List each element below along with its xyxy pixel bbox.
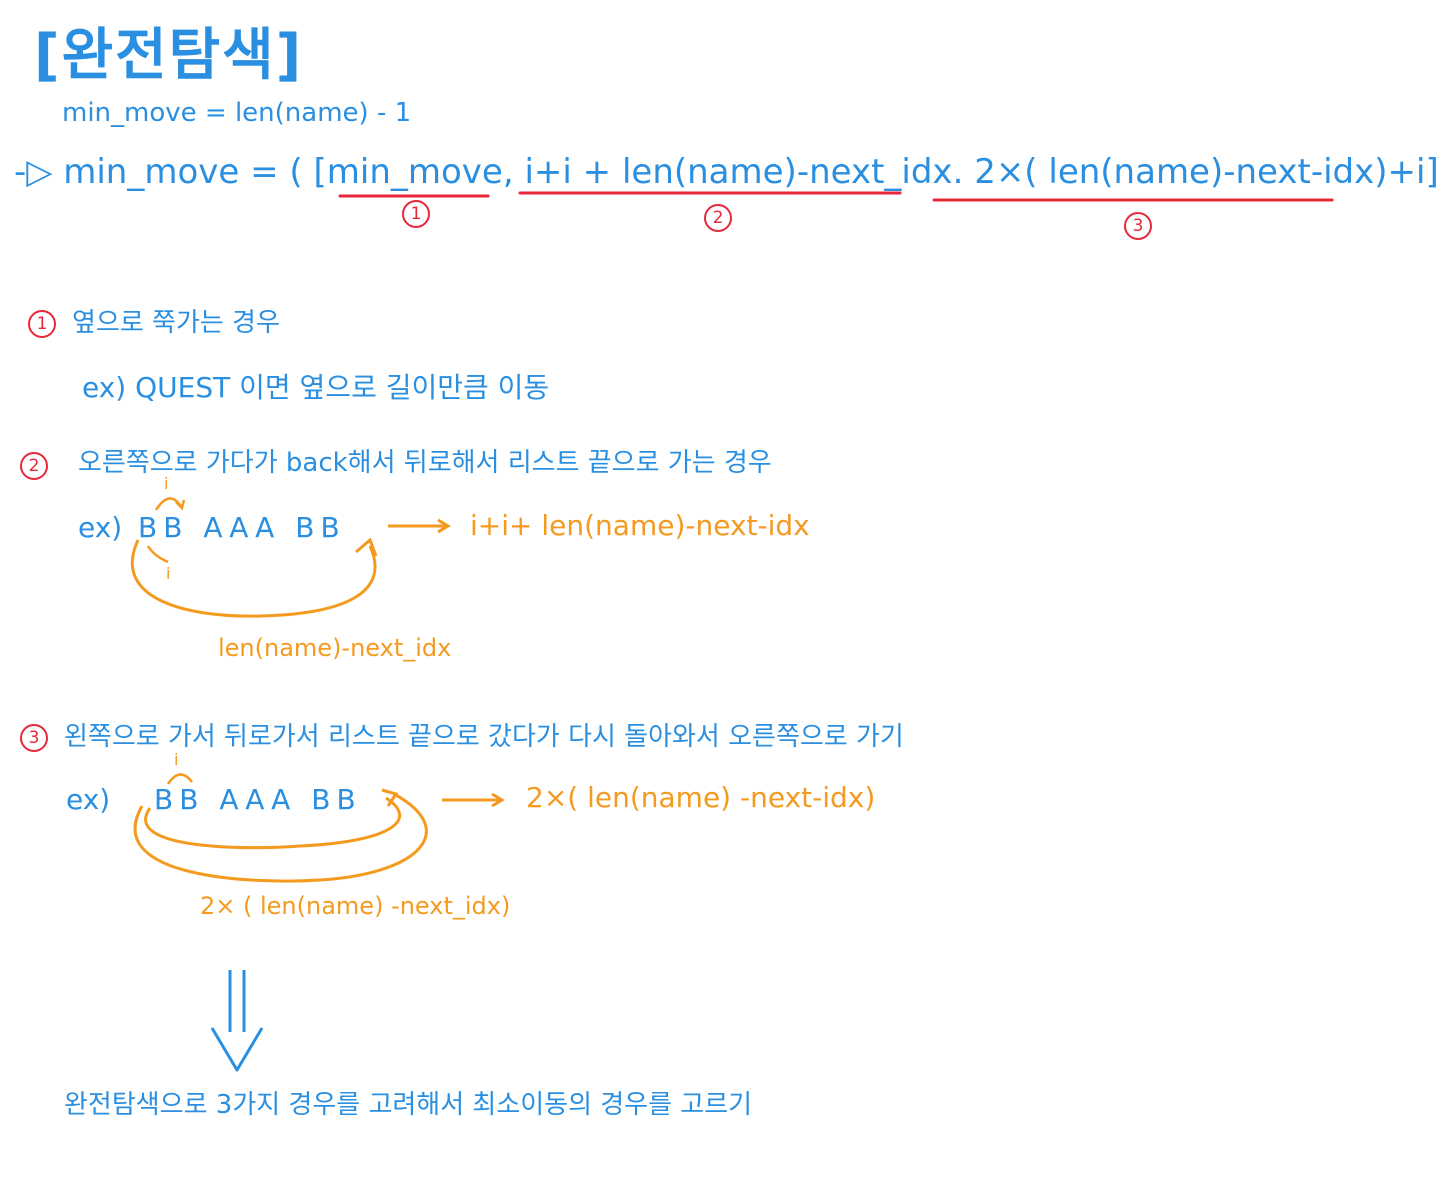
formula-sep-1: , [502, 152, 514, 192]
case-2-i-top: i [164, 474, 169, 493]
formula-term-1: min_move [326, 152, 503, 192]
case-2-result: i+i+ len(name)-next-idx [470, 509, 810, 542]
formula-term-3: 2×( len(name)-next-idx)+i [974, 152, 1426, 192]
case-3-i-top: i [174, 750, 179, 769]
case-2-loop-label: len(name)-next_idx [218, 634, 452, 662]
formula-sep-2: . [952, 152, 964, 192]
case-2-back-arrow [146, 545, 169, 564]
case-3-loop-label: 2× ( len(name) -next_idx) [200, 892, 511, 920]
formula-marker-1: 1 [402, 200, 430, 228]
formula-marker-2: 2 [704, 204, 732, 232]
case-2-example-prefix: ex) [78, 511, 123, 544]
case-3-result: 2×( len(name) -next-idx) [526, 781, 876, 814]
case-1-marker: 1 [28, 310, 56, 338]
case-2-result-arrowhead [437, 518, 451, 534]
formula-end: ]) [1425, 152, 1440, 192]
formula-term-2: i+i + len(name)-next_idx [524, 152, 953, 192]
conclusion-text: 완전탐색으로 3가지 경우를 고려해서 최소이동의 경우를 고르기 [64, 1090, 753, 1120]
formula-lhs: min_move = ( [ [63, 152, 327, 192]
case-3-letters: BB AAA BB [154, 783, 362, 816]
formula-marker-3: 3 [1124, 212, 1152, 240]
arrow-symbol: -▷ [14, 152, 53, 192]
case-1-example: ex) QUEST 이면 옆으로 길이만큼 이동 [82, 371, 550, 404]
initial-formula: min_move = len(name) - 1 [62, 98, 412, 128]
case-3-heading: 왼쪽으로 가서 뒤로가서 리스트 끝으로 갔다가 다시 돌아와서 오른쪽으로 가… [64, 722, 904, 752]
page-title: [완전탐색] [34, 23, 304, 88]
case-2-marker: 2 [20, 452, 48, 480]
case-2-top-arc-head [175, 499, 186, 511]
case-2-letters: BB AAA BB [138, 511, 346, 544]
case-2-loop-arrowhead [355, 537, 378, 557]
main-formula: -▷ min_move = ( [min_move, i+i + len(nam… [14, 155, 1440, 189]
down-arrow-head [210, 1027, 264, 1072]
case-3-example-prefix: ex) [66, 783, 111, 816]
case-2-top-arc-arrow [154, 497, 184, 511]
case-1-heading: 옆으로 쭉가는 경우 [72, 308, 280, 338]
case-3-loop-arrowhead [381, 788, 399, 807]
case-2-heading: 오른쪽으로 가다가 back해서 뒤로해서 리스트 끝으로 가는 경우 [78, 448, 772, 478]
case-2-i-bottom: i [166, 564, 171, 583]
case-3-result-arrowhead [491, 792, 505, 808]
case-3-marker: 3 [20, 724, 48, 752]
